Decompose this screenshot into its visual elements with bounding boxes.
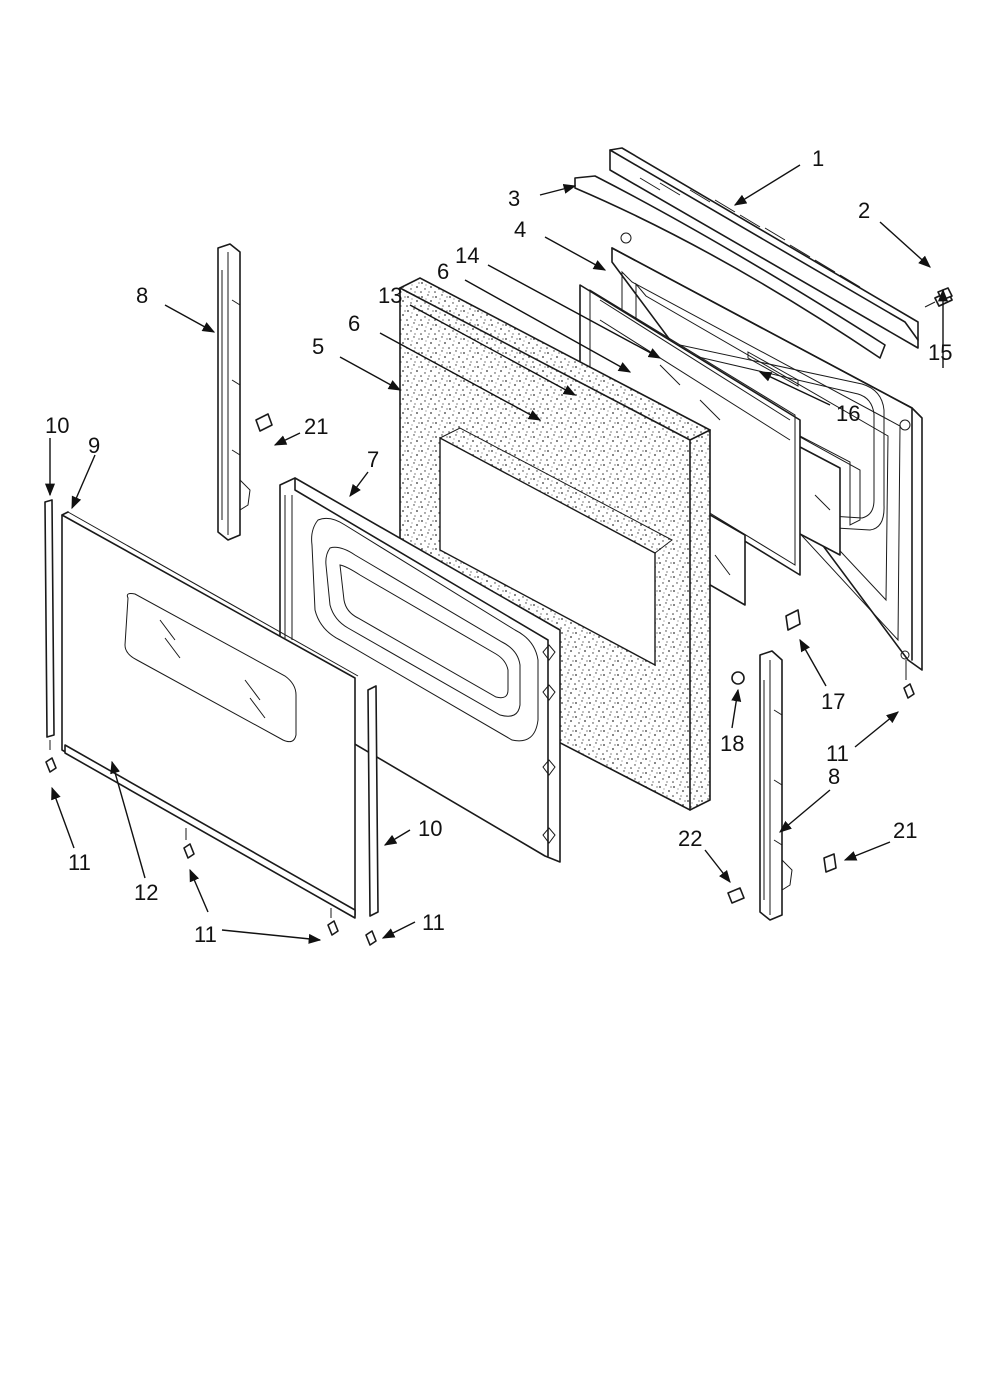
callout-labels: 1 2 3 4 14 6 13 8 6 5 15 16 21 10 9 7 17…	[45, 146, 952, 947]
small-hardware	[45, 287, 953, 946]
bottom-trim	[64, 744, 356, 919]
leader-arrows	[44, 164, 949, 944]
callout-1: 1	[812, 146, 824, 171]
callout-3: 3	[508, 186, 520, 211]
callout-2: 2	[858, 198, 870, 223]
callout-13: 13	[378, 283, 402, 308]
side-trim-left	[44, 499, 55, 738]
callout-6b: 6	[348, 311, 360, 336]
trim-strip	[574, 175, 886, 359]
callout-10b: 10	[418, 816, 442, 841]
side-trim-right	[367, 685, 379, 917]
callout-10a: 10	[45, 413, 69, 438]
callout-11b: 11	[68, 850, 91, 875]
callout-18: 18	[720, 731, 744, 756]
vent-trim	[609, 147, 919, 349]
callout-9: 9	[88, 433, 100, 458]
callout-14: 14	[455, 243, 479, 268]
callout-5: 5	[312, 334, 324, 359]
callout-17: 17	[821, 689, 845, 714]
callout-4: 4	[514, 217, 526, 242]
hinge-right	[759, 650, 793, 921]
callout-16: 16	[836, 401, 860, 426]
callout-8b: 8	[828, 764, 840, 789]
callout-22: 22	[678, 826, 702, 851]
callout-11a: 11	[826, 741, 849, 766]
callout-7: 7	[367, 447, 379, 472]
callout-15: 15	[928, 340, 952, 365]
callout-11c: 11	[194, 922, 217, 947]
hinge-left	[217, 243, 251, 541]
callout-12: 12	[134, 880, 158, 905]
callout-21a: 21	[304, 414, 328, 439]
callout-8a: 8	[136, 283, 148, 308]
callout-21b: 21	[893, 818, 917, 843]
callout-11d: 11	[422, 910, 445, 935]
callout-6a: 6	[437, 259, 449, 284]
